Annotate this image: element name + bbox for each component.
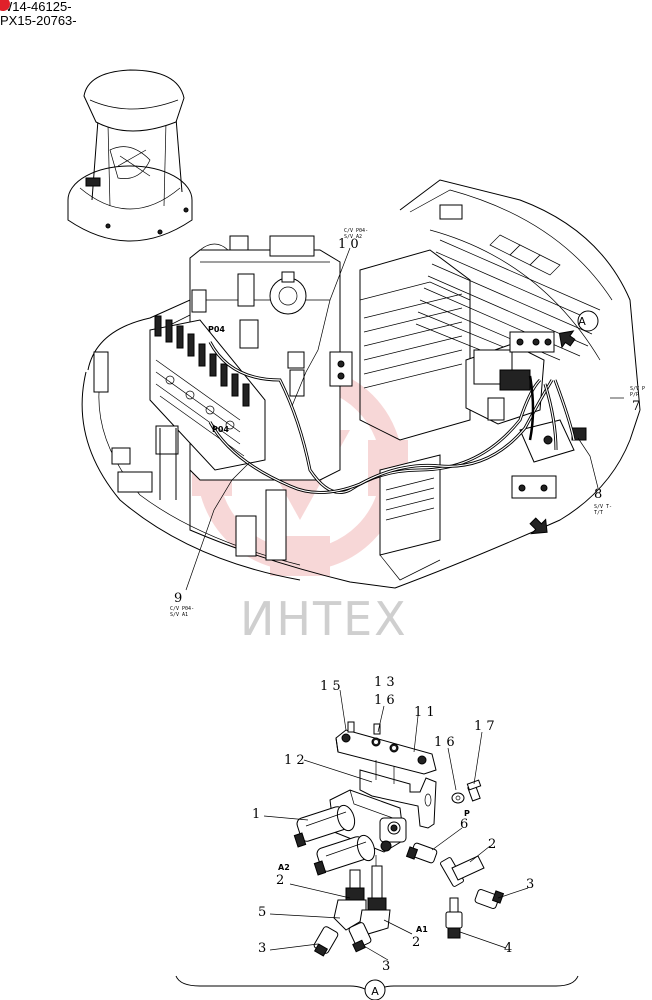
port-label-p04-upper: P04 [208, 325, 225, 334]
svg-text:C/V P04-: C/V P04- [170, 606, 194, 612]
callout-11: 1 1 [414, 705, 435, 720]
callout-2-right: 2 [488, 837, 496, 852]
port-label-p: P [464, 809, 470, 818]
svg-text:S/V A2: S/V A2 [344, 234, 362, 240]
callout-3-bottom: 3 [382, 959, 390, 974]
port-label-a1: A1 [416, 925, 428, 934]
callout-2-left: 2 [276, 873, 284, 888]
callout-16-right: 1 6 [434, 735, 455, 750]
watermark-text: ИНТЕХ [240, 592, 408, 646]
exploded-solenoid-assembly [175, 689, 579, 1000]
svg-text:C/V P04-: C/V P04- [344, 228, 368, 234]
callout-3-left: 3 [258, 941, 266, 956]
corner-mark-icon [0, 0, 10, 11]
svg-text:S/V T-: S/V T- [594, 504, 612, 510]
view-a-marker-upper [577, 310, 599, 332]
svg-text:S/V P: S/V P [630, 386, 645, 392]
callout-3-right: 3 [526, 877, 534, 892]
callout-16-top: 1 6 [374, 693, 395, 708]
callout-2-bottom: 2 [412, 935, 420, 950]
callout-8: 8 [594, 487, 602, 502]
callout-9: 9 [174, 591, 182, 606]
serial-range-2: PX15-20763- [0, 13, 77, 28]
callout-13: 1 3 [374, 675, 395, 690]
callout-5: 5 [258, 905, 266, 920]
callout-1: 1 [252, 807, 260, 822]
view-a-letter-upper: A [578, 315, 586, 328]
svg-text:P/P: P/P [630, 392, 639, 398]
pilot-hoses [208, 341, 576, 495]
callout-12: 1 2 [284, 753, 305, 768]
excavator-thumbnail [67, 69, 193, 242]
control-valve-stack [149, 315, 266, 471]
callout-4: 4 [504, 941, 512, 956]
svg-text:T/T: T/T [594, 510, 603, 516]
callout-15: 1 5 [320, 679, 341, 694]
svg-text:S/V A1: S/V A1 [170, 612, 188, 618]
callout-17: 1 7 [474, 719, 495, 734]
callout-7: 7 [632, 399, 640, 414]
callout-6: 6 [460, 817, 468, 832]
view-a-marker-lower [364, 979, 386, 1000]
port-label-p04-lower: P04 [212, 425, 229, 434]
upper-structure-view [81, 179, 641, 591]
view-a-letter-lower: A [371, 985, 379, 998]
serial-range-1: W14-46125- [0, 0, 72, 14]
callout-10: 1 0 [338, 237, 359, 252]
port-label-a2: A2 [278, 863, 290, 872]
